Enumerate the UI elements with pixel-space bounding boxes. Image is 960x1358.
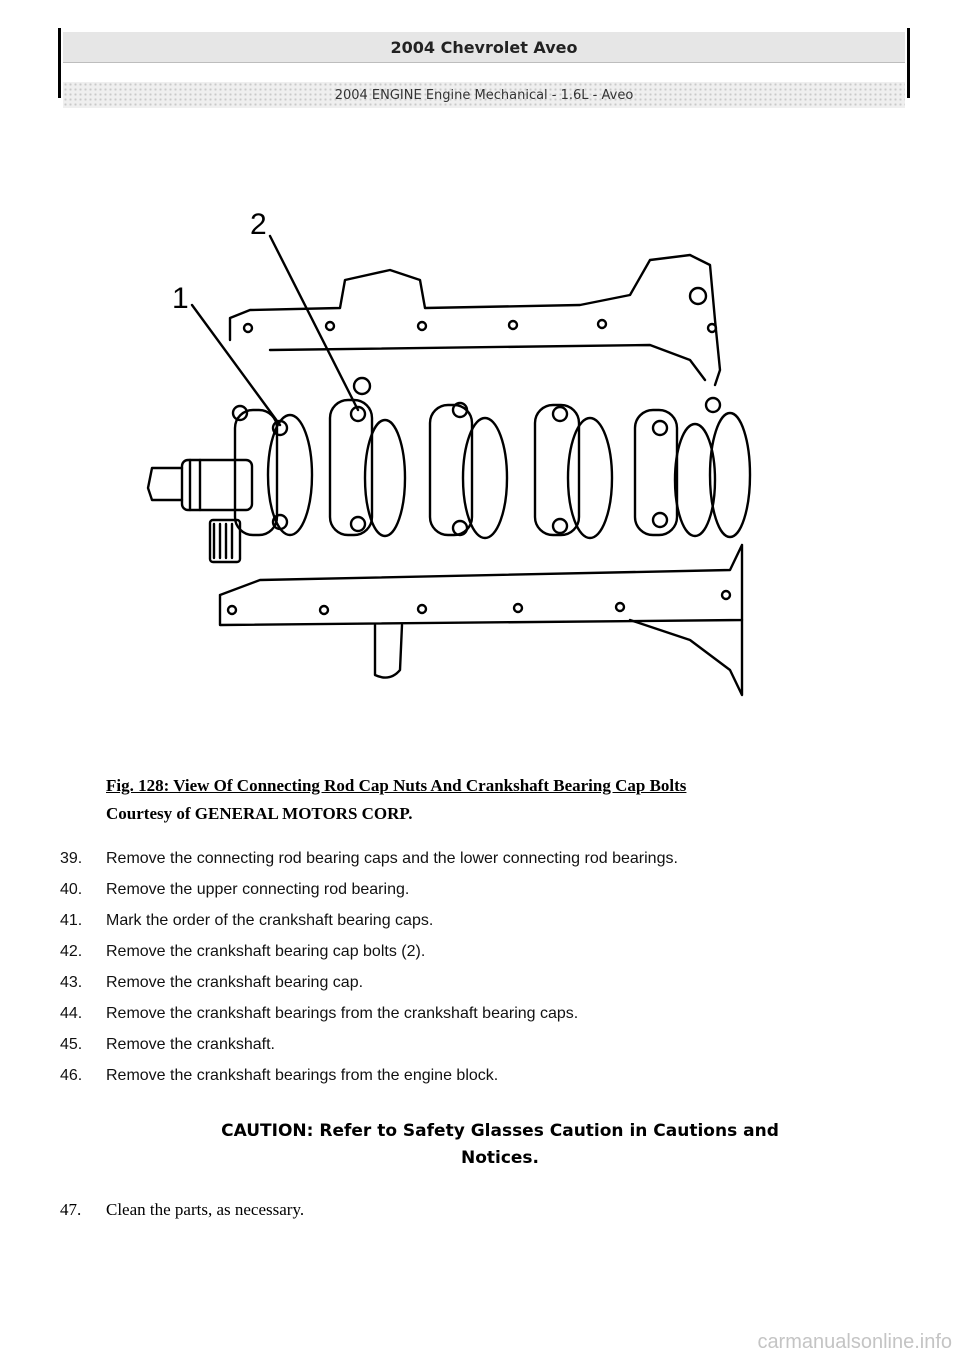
- procedure-steps: 39. Remove the connecting rod bearing cap…: [60, 850, 880, 1098]
- list-item: 39. Remove the connecting rod bearing cap…: [60, 850, 880, 881]
- page-header: 2004 Chevrolet Aveo 2004 ENGINE Engine M…: [58, 28, 910, 108]
- caption-credit: Courtesy of GENERAL MOTORS CORP.: [106, 804, 413, 823]
- step-text: Mark the order of the crankshaft bearing…: [106, 912, 434, 929]
- step-number: 41.: [60, 912, 83, 929]
- step-text: Remove the crankshaft bearing cap.: [106, 974, 364, 991]
- step-number: 39.: [60, 850, 83, 867]
- step-number: 42.: [60, 943, 83, 960]
- list-item: 46. Remove the crankshaft bearings from t…: [60, 1067, 880, 1098]
- step-number: 45.: [60, 1036, 83, 1053]
- header-subtitle: 2004 ENGINE Engine Mechanical - 1.6L - A…: [63, 82, 905, 108]
- callout-1: 1: [172, 282, 189, 315]
- list-item: 41. Mark the order of the crankshaft bear…: [60, 912, 880, 943]
- caption-title: Fig. 128: View Of Connecting Rod Cap Nut…: [106, 776, 687, 795]
- step-number: 40.: [60, 881, 83, 898]
- caution-line-1: CAUTION: Refer to Safety Glasses Caution…: [221, 1121, 779, 1141]
- step-number: 46.: [60, 1067, 83, 1084]
- step-text: Clean the parts, as necessary.: [106, 1200, 305, 1219]
- step-number: 44.: [60, 1005, 83, 1022]
- list-item: 45. Remove the crankshaft.: [60, 1036, 880, 1067]
- final-step: 47. Clean the parts, as necessary.: [60, 1200, 880, 1220]
- step-text: Remove the crankshaft bearing cap bolts …: [106, 943, 426, 960]
- step-text: Remove the crankshaft.: [106, 1036, 275, 1053]
- figure-caption: Fig. 128: View Of Connecting Rod Cap Nut…: [106, 776, 886, 824]
- step-text: Remove the upper connecting rod bearing.: [106, 881, 410, 898]
- step-number: 47.: [60, 1200, 82, 1219]
- engine-figure: 1 2: [130, 200, 770, 720]
- header-title: 2004 Chevrolet Aveo: [63, 32, 905, 63]
- caution-notice: CAUTION: Refer to Safety Glasses Caution…: [120, 1118, 880, 1172]
- step-text: Remove the crankshaft bearings from the …: [106, 1067, 499, 1084]
- watermark: carmanualsonline.info: [757, 1331, 952, 1353]
- caution-line-2: Notices.: [460, 1148, 540, 1169]
- step-number: 43.: [60, 974, 83, 991]
- list-item: 42. Remove the crankshaft bearing cap bol…: [60, 943, 880, 974]
- list-item: 40. Remove the upper connecting rod beari…: [60, 881, 880, 912]
- list-item: 43. Remove the crankshaft bearing cap.: [60, 974, 880, 1005]
- callout-2: 2: [250, 208, 267, 241]
- step-text: Remove the connecting rod bearing caps a…: [106, 850, 678, 867]
- crankshaft-illustration: 1 2: [146, 208, 752, 697]
- list-item: 44. Remove the crankshaft bearings from t…: [60, 1005, 880, 1036]
- step-text: Remove the crankshaft bearings from the …: [106, 1005, 579, 1022]
